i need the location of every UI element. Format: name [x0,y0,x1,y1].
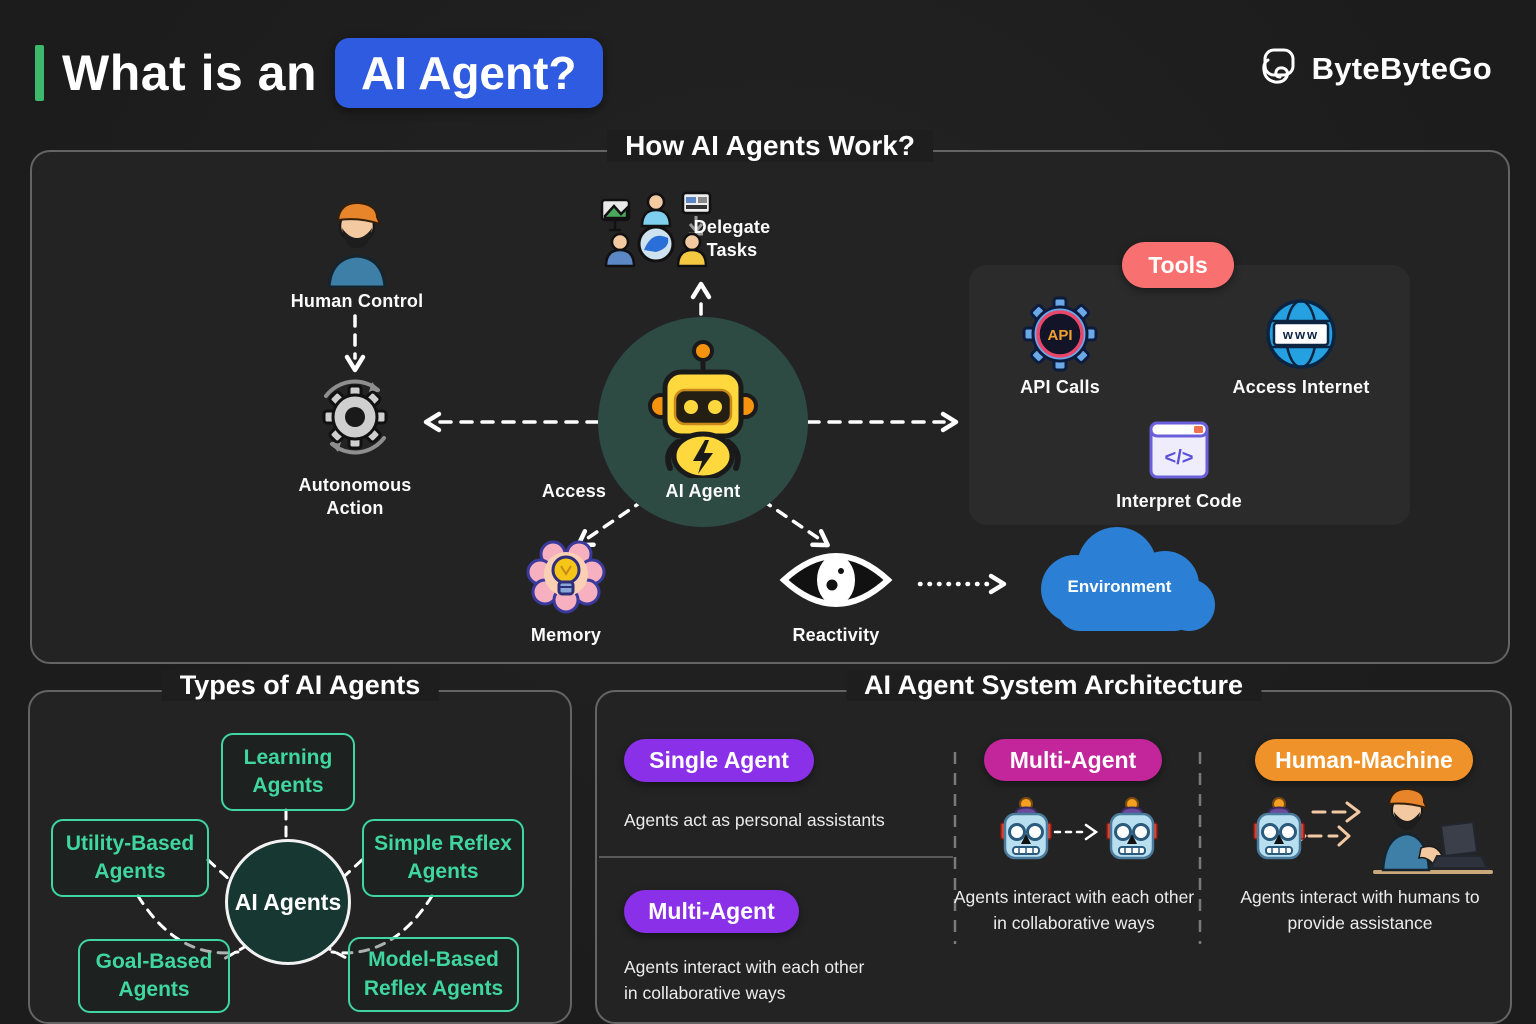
multi-agent-mid-desc: Agents interact with each other in colla… [953,887,1195,934]
page-header: What is an AI Agent? [35,38,603,108]
arrow-agent-to-memory [586,498,646,540]
type-box-learning: Learning Agents [221,733,355,811]
page-title: What is an [62,45,318,101]
architecture-panel: AI Agent System Architecture Single Agen… [595,670,1512,1024]
ai-agent-robot-icon [648,340,758,478]
single-agent-pill: Single Agent [624,739,814,782]
environment-label: Environment [1067,577,1172,597]
human-machine-desc: Agents interact with humans to provide a… [1240,887,1480,934]
how-panel: How AI Agents Work? [30,130,1510,664]
ai-agent-label: AI Agent [665,481,741,501]
www-text: www [1282,327,1319,342]
multi-agent-mid-pill: Multi-Agent [984,739,1162,781]
bytebytego-icon [1261,48,1295,84]
architecture-panel-title: AI Agent System Architecture [845,670,1262,701]
human-at-laptop-icon [1373,787,1493,874]
architecture-lines [599,752,1361,944]
types-panel-title: Types of AI Agents [161,670,439,701]
multi-agent-left-desc: Agents interact with each other in colla… [624,957,865,1004]
autonomous-action-icon [322,379,388,455]
tools-pill: Tools [1122,242,1234,288]
environment-cloud: Environment [1017,527,1222,635]
interpret-code-label: Interpret Code [1116,491,1242,511]
human-control-label: Human Control [290,291,424,311]
brand-name: ByteByteGo [1311,51,1492,86]
delegate-tasks-icon [600,191,712,268]
robot-face-icon [1000,797,1052,860]
api-calls-icon: API [1022,296,1098,372]
api-calls-label: API Calls [1020,377,1100,397]
flow-arrows [344,281,1007,595]
type-box-goal: Goal-Based Agents [78,939,230,1013]
interpret-code-icon: </> [1149,421,1209,479]
reactivity-icon [779,553,893,607]
access-internet-icon: www [1266,299,1336,369]
brand-logo: ByteByteGo [1256,46,1492,92]
accent-bar [35,45,44,101]
autonomous-action-label: Autonomous Action [298,475,412,519]
single-agent-desc: Agents act as personal assistants [624,810,885,830]
api-text: API [1047,327,1072,344]
types-center-circle: AI Agents [225,839,351,965]
robot-face-icon [1106,797,1158,860]
how-panel-title: How AI Agents Work? [607,130,933,162]
memory-label: Memory [530,625,602,645]
reactivity-label: Reactivity [792,625,880,645]
cloud-icon [1041,527,1215,631]
types-panel: Types of AI Agents Learning Agents Utili… [28,670,572,1024]
human-control-icon [327,201,387,288]
memory-icon [526,540,606,614]
human-machine-pill: Human-Machine [1255,739,1473,781]
page-title-highlight: AI Agent? [335,38,603,108]
arrow-agent-to-reactivity [760,498,820,540]
type-box-model-reflex: Model-Based Reflex Agents [348,937,519,1012]
code-text: </> [1165,447,1194,469]
access-label: Access [541,481,607,501]
robot-face-icon [1253,797,1305,860]
delegate-tasks-label: Delegate Tasks [693,217,771,261]
type-box-simple-reflex: Simple Reflex Agents [362,819,524,897]
multi-agent-left-pill: Multi-Agent [624,890,799,933]
access-internet-label: Access Internet [1232,377,1370,397]
type-box-utility: Utility-Based Agents [51,819,209,897]
